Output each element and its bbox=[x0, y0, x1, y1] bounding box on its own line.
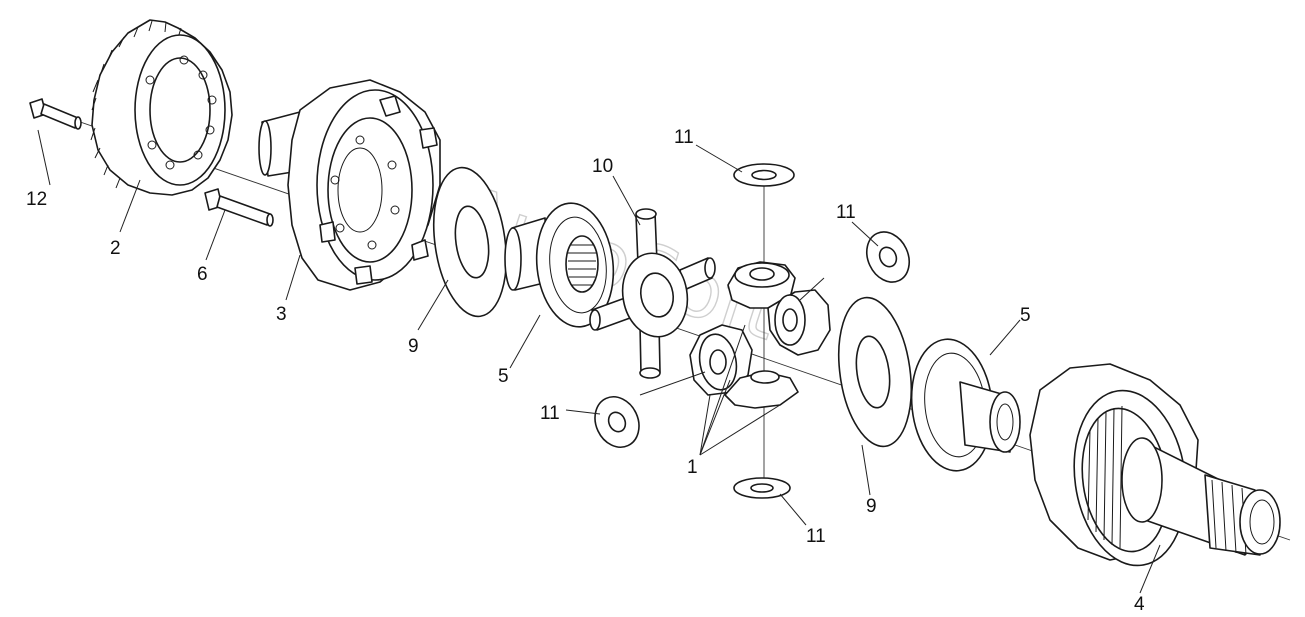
part-2-gear bbox=[90, 19, 233, 196]
callout-9-right: 9 bbox=[866, 496, 877, 517]
callout-6: 6 bbox=[197, 264, 208, 285]
part-12-bolt bbox=[29, 98, 82, 130]
part-9-washer-left bbox=[433, 166, 507, 318]
part-3-housing bbox=[258, 79, 441, 291]
callout-11-right: 11 bbox=[836, 202, 856, 223]
callout-2: 2 bbox=[110, 238, 121, 259]
part-11-washer-left bbox=[594, 396, 640, 448]
part-11-washer-top bbox=[733, 163, 795, 187]
callout-11-left: 11 bbox=[540, 403, 560, 424]
callout-1: 1 bbox=[687, 457, 698, 478]
part-11-washer-bottom bbox=[733, 477, 791, 499]
leader-lines bbox=[37, 129, 1161, 594]
callout-11-top: 11 bbox=[674, 127, 694, 148]
callout-5-right: 5 bbox=[1020, 305, 1031, 326]
part-1-pinion-gears bbox=[689, 261, 831, 409]
part-6-bolt bbox=[204, 188, 274, 227]
part-11-washer-right bbox=[866, 231, 910, 283]
callout-3: 3 bbox=[276, 304, 287, 325]
part-9-washer-right bbox=[838, 296, 912, 448]
part-5-side-gear-left bbox=[504, 202, 615, 328]
callout-10: 10 bbox=[592, 156, 613, 177]
part-5-side-gear-right bbox=[910, 338, 1021, 472]
callout-5-left: 5 bbox=[498, 366, 509, 387]
callout-4: 4 bbox=[1134, 594, 1145, 615]
callout-9-left: 9 bbox=[408, 336, 419, 357]
part-4-output-shaft bbox=[1029, 363, 1281, 567]
callout-12: 12 bbox=[26, 189, 47, 210]
part-10-cross bbox=[589, 208, 716, 379]
callout-11-bottom: 11 bbox=[806, 526, 826, 547]
